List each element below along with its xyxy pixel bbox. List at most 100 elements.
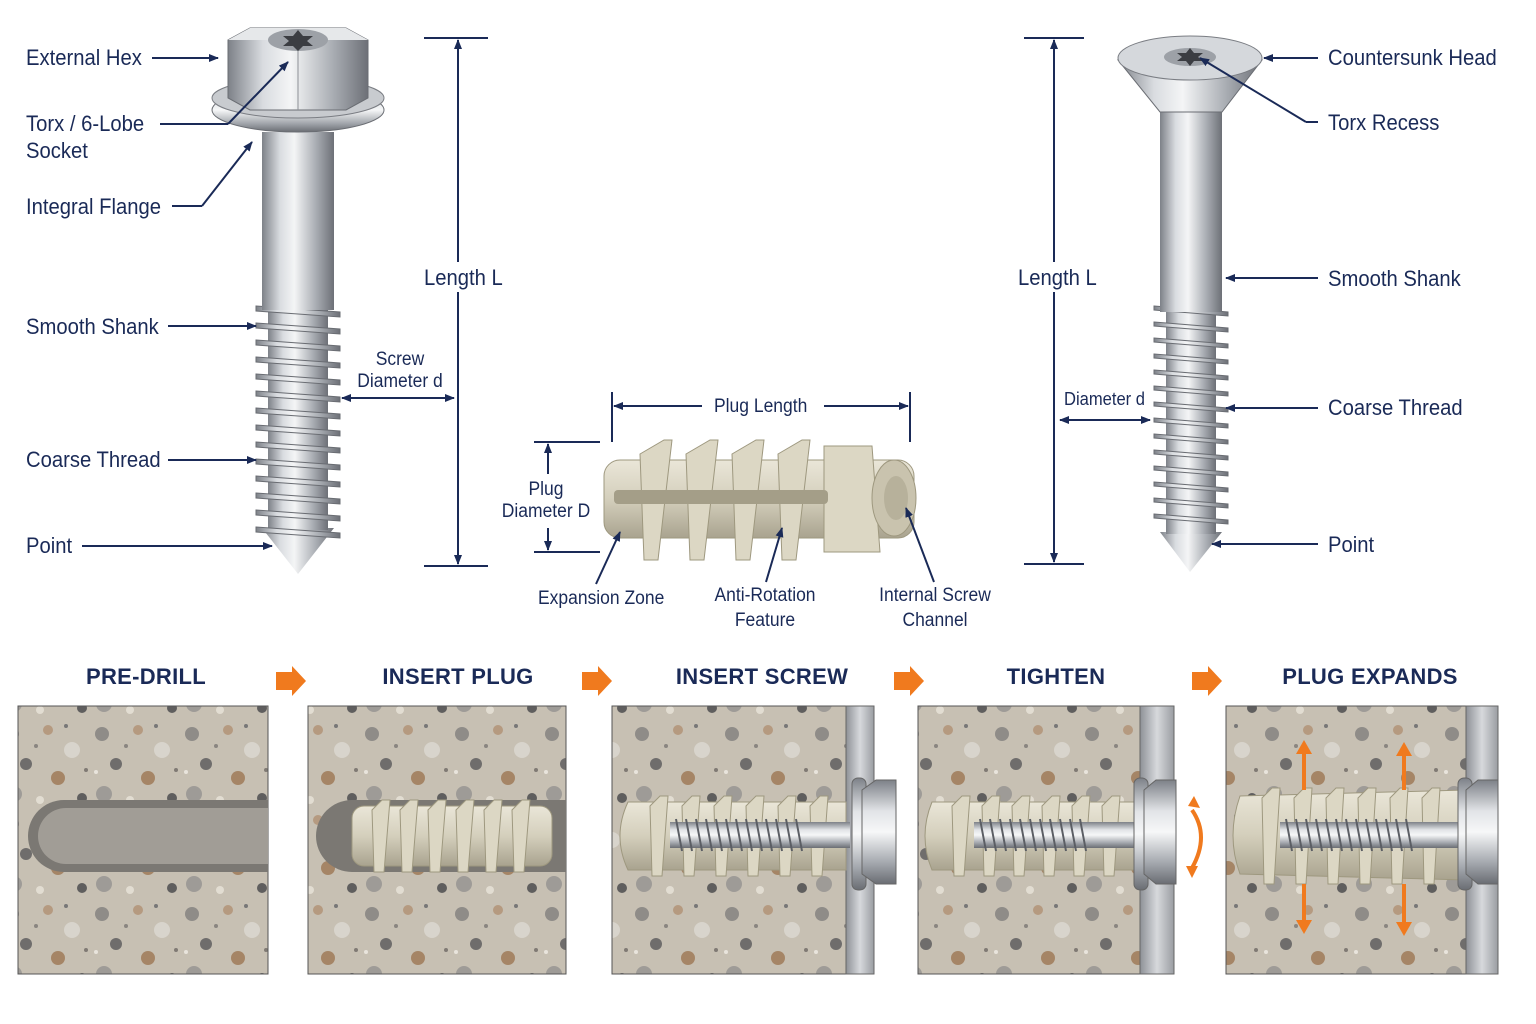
thread-line bbox=[1285, 818, 1293, 852]
dim-length-right: Length L bbox=[1018, 265, 1097, 290]
thread-line bbox=[755, 818, 763, 852]
step-title-plug-expands: PLUG EXPANDS bbox=[1282, 664, 1458, 689]
step-title-tighten: TIGHTEN bbox=[1006, 664, 1106, 689]
thread-line bbox=[989, 818, 997, 852]
thread-line bbox=[695, 818, 703, 852]
plug-rib bbox=[371, 799, 391, 873]
step-title-pre-drill: PRE-DRILL bbox=[85, 664, 207, 689]
thread-line bbox=[1405, 818, 1413, 852]
thread-line bbox=[999, 818, 1007, 852]
thread-crest bbox=[1153, 369, 1229, 381]
thread-line bbox=[715, 818, 723, 852]
dim-plug-diameter-line1: Plug bbox=[528, 479, 564, 500]
step-panel-plug-expands bbox=[1225, 705, 1499, 975]
dim-plug-diameter-line2: Diameter D bbox=[501, 501, 591, 522]
label-integral-flange: Integral Flange bbox=[26, 194, 162, 219]
thread-line bbox=[775, 818, 783, 852]
thread-line bbox=[1049, 818, 1057, 852]
thread-line bbox=[1069, 818, 1077, 852]
label-screw-channel-line1: Internal Screw bbox=[879, 585, 991, 606]
thread-crest bbox=[255, 492, 341, 505]
thread-line bbox=[685, 818, 693, 852]
step-arrow-icon bbox=[582, 666, 612, 696]
thread-crest bbox=[255, 424, 341, 437]
dim-diameter-right: Diameter d bbox=[1064, 389, 1145, 409]
thread-line bbox=[1335, 818, 1343, 852]
plug-rib bbox=[1261, 787, 1281, 885]
thread-line bbox=[1355, 818, 1363, 852]
thread-line bbox=[1305, 818, 1313, 852]
thread-crest bbox=[1153, 337, 1229, 349]
dim-screw-diameter-line1: Screw bbox=[375, 349, 425, 370]
thread-crest bbox=[255, 475, 341, 488]
thread-line bbox=[705, 818, 713, 852]
label-coarse-thread-right: Coarse Thread bbox=[1328, 395, 1463, 420]
thread-line bbox=[1019, 818, 1027, 852]
label-point-left: Point bbox=[26, 533, 73, 558]
label-coarse-thread-left: Coarse Thread bbox=[26, 447, 161, 472]
step-panel-tighten bbox=[917, 705, 1203, 975]
thread-crest bbox=[255, 407, 341, 420]
thread-crest bbox=[255, 509, 341, 522]
thread-line bbox=[1385, 818, 1393, 852]
thread-crest bbox=[1153, 385, 1229, 397]
thread-crest bbox=[1153, 401, 1229, 413]
thread-line bbox=[745, 818, 753, 852]
thread-crest bbox=[1153, 465, 1229, 477]
plug-rib bbox=[649, 795, 669, 877]
label-point-right: Point bbox=[1328, 532, 1375, 557]
thread-line bbox=[1395, 818, 1403, 852]
countersunk-screw bbox=[1116, 35, 1264, 572]
thread-crest bbox=[255, 526, 341, 539]
thread-crest bbox=[1153, 353, 1229, 365]
thread-line bbox=[675, 818, 683, 852]
thread-crest bbox=[1153, 497, 1229, 509]
thread-line bbox=[979, 818, 987, 852]
plug-rib bbox=[455, 799, 475, 873]
thread-line bbox=[795, 818, 803, 852]
thread-crest bbox=[255, 356, 341, 369]
thread-line bbox=[1315, 818, 1323, 852]
label-torx-socket-line1: Torx / 6-Lobe bbox=[26, 111, 145, 136]
thread-line bbox=[1295, 818, 1303, 852]
step-panel-insert-screw bbox=[611, 705, 897, 975]
thread-crest bbox=[1153, 417, 1229, 429]
plug-rib bbox=[427, 799, 447, 873]
thread-line bbox=[765, 818, 773, 852]
thread-line bbox=[1079, 818, 1087, 852]
plug-rib bbox=[951, 795, 971, 877]
label-countersunk-head: Countersunk Head bbox=[1328, 45, 1497, 70]
expansion-arrows-icon bbox=[1296, 740, 1412, 936]
step-title-insert-screw: INSERT SCREW bbox=[675, 664, 849, 689]
thread-crest bbox=[1153, 449, 1229, 461]
step-title-insert-plug: INSERT PLUG bbox=[382, 664, 534, 689]
thread-crest bbox=[255, 373, 341, 386]
plug-collar bbox=[823, 445, 881, 553]
step-arrow-icon bbox=[276, 666, 306, 696]
label-torx-recess: Torx Recess bbox=[1328, 110, 1440, 135]
thread-line bbox=[1059, 818, 1067, 852]
torx-socket-icon bbox=[268, 29, 328, 51]
plug-rib bbox=[483, 799, 503, 873]
rotation-arrow-icon bbox=[1186, 796, 1203, 878]
label-smooth-shank-left: Smooth Shank bbox=[26, 314, 159, 339]
label-anti-rotation-line1: Anti-Rotation bbox=[714, 585, 816, 606]
step-panel-pre-drill bbox=[17, 705, 269, 975]
label-smooth-shank-right: Smooth Shank bbox=[1328, 266, 1461, 291]
thread-line bbox=[725, 818, 733, 852]
thread-crest bbox=[1153, 513, 1229, 525]
thread-line bbox=[1365, 818, 1373, 852]
step-panel-insert-plug bbox=[307, 705, 567, 975]
plug-rib bbox=[399, 799, 419, 873]
dim-length-left: Length L bbox=[424, 265, 503, 290]
thread-line bbox=[1009, 818, 1017, 852]
hex-flange-screw bbox=[211, 27, 385, 574]
plug-rib bbox=[511, 799, 531, 873]
thread-line bbox=[1325, 818, 1333, 852]
thread-crest bbox=[255, 441, 341, 454]
thread-line bbox=[1039, 818, 1047, 852]
dim-screw-diameter-line2: Diameter d bbox=[357, 371, 443, 392]
thread-crest bbox=[1153, 481, 1229, 493]
dim-plug-length: Plug Length bbox=[714, 396, 808, 417]
thread-line bbox=[785, 818, 793, 852]
